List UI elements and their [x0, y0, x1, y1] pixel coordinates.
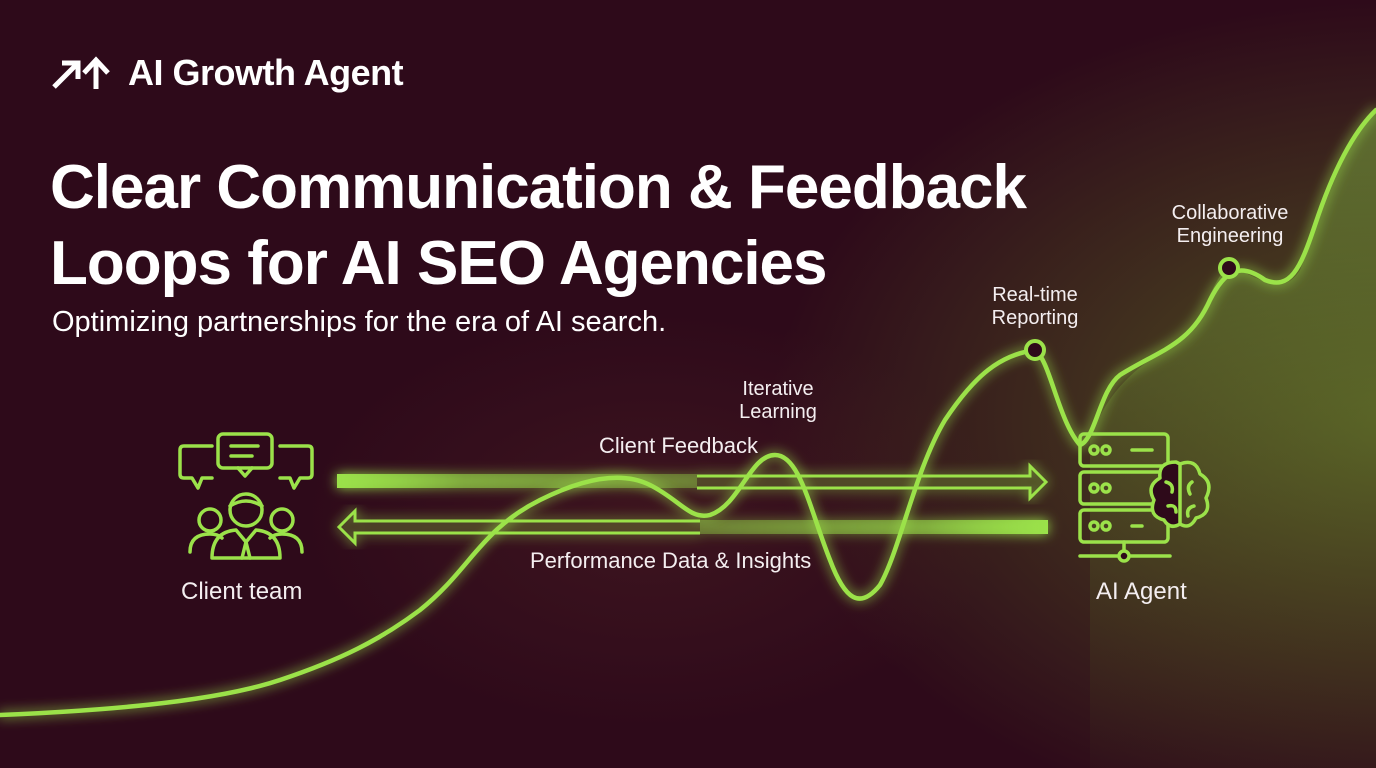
client-team-label: Client team [181, 578, 303, 605]
page-title: Clear Communication & Feedback Loops for… [50, 150, 1027, 302]
client-team-chat-icon [178, 432, 314, 560]
title-line-2: Loops for AI SEO Agencies [50, 229, 828, 298]
brand: AI Growth Agent [50, 52, 404, 94]
server-brain-icon [1078, 432, 1211, 563]
client-feedback-label: Client Feedback [599, 433, 758, 458]
title-line-1: Clear Communication & Feedback [50, 153, 1027, 222]
trend-arrows-icon [52, 56, 110, 89]
performance-data-label: Performance Data & Insights [530, 548, 812, 573]
subtitle: Optimizing partnerships for the era of A… [52, 306, 667, 338]
ai-agent-label: AI Agent [1096, 578, 1187, 605]
milestone-dot-engineering [1218, 257, 1240, 279]
client-feedback-arrow [337, 462, 1049, 502]
performance-data-arrow [336, 507, 1048, 547]
milestone-dot-reporting [1024, 339, 1046, 361]
brand-name: AI Growth Agent [128, 52, 404, 93]
